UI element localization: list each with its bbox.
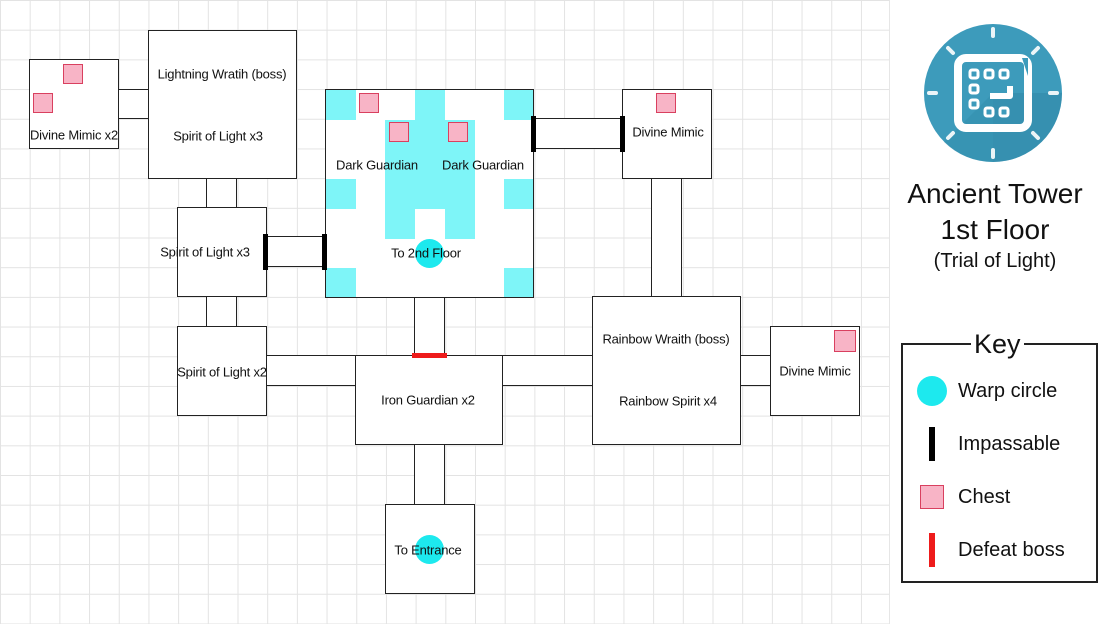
floor-tile — [504, 90, 533, 120]
warp-circle-icon — [917, 376, 947, 406]
defeat-boss-barrier — [412, 353, 447, 358]
app-logo — [924, 24, 1062, 163]
key-item-impassable: Impassable — [903, 424, 1098, 464]
warp-circle[interactable] — [415, 239, 444, 268]
corridor — [265, 236, 327, 267]
impassable-wall — [322, 234, 327, 270]
chest-icon[interactable] — [656, 93, 676, 113]
corridor — [206, 296, 237, 328]
key-item-label: Impassable — [958, 433, 1061, 455]
corridor — [414, 296, 445, 357]
chest-icon[interactable] — [63, 64, 83, 84]
floor-tile — [504, 268, 533, 297]
room-label: Lightning Wratih (boss) — [157, 66, 287, 82]
floor-tile — [385, 150, 475, 180]
room-label: Spirit of Light x2 — [177, 364, 267, 380]
corridor — [532, 118, 624, 149]
floor-tile-pattern — [326, 90, 533, 297]
room-label: Spirit of Light x3 — [173, 128, 263, 144]
floor-tile — [326, 268, 356, 297]
floor-tile — [326, 179, 356, 209]
room-rainbow-wraith — [592, 296, 741, 445]
room-label: Iron Guardian x2 — [381, 392, 475, 408]
key-item-label: Defeat boss — [958, 539, 1065, 561]
floor-tile — [415, 90, 445, 150]
key-item-label: Warp circle — [958, 380, 1058, 402]
chest-icon[interactable] — [359, 93, 379, 113]
room-label: Divine Mimic x2 — [29, 127, 119, 143]
floor-tile — [445, 209, 475, 239]
warp-circle[interactable] — [415, 535, 444, 564]
impassable-wall — [263, 234, 268, 270]
chest-icon[interactable] — [389, 122, 409, 142]
corridor — [739, 355, 772, 386]
floor-tile — [326, 90, 356, 120]
map-floor-title: 1st Floor — [940, 214, 1050, 245]
corridor — [206, 177, 237, 210]
room-label: Spirit of Light x3 — [160, 244, 250, 260]
map-subtitle: (Trial of Light) — [933, 250, 1057, 272]
corridor — [117, 89, 150, 119]
impassable-wall — [620, 116, 625, 152]
room-spirit-of-light-x3 — [177, 207, 267, 297]
room-lightning-wraith — [148, 30, 297, 179]
room-label: To 2nd Floor — [391, 245, 461, 261]
key-item-label: Chest — [958, 486, 1011, 508]
corridor — [265, 355, 357, 386]
corridor — [414, 443, 445, 506]
room-label: Rainbow Spirit x4 — [619, 393, 717, 409]
defeat-boss-barrier-icon — [917, 533, 947, 567]
room-label: Dark Guardian — [336, 157, 418, 173]
room-label: To Entrance — [394, 542, 462, 558]
chest-icon[interactable] — [834, 330, 856, 352]
chest-icon[interactable] — [33, 93, 53, 113]
impassable-wall-icon — [917, 427, 947, 461]
corridor — [651, 177, 682, 298]
floor-tile — [385, 179, 475, 209]
floor-tile — [385, 209, 415, 239]
room-label: Divine Mimic — [632, 124, 704, 140]
key-title: Key — [971, 330, 1024, 358]
map-title: Ancient Tower — [907, 178, 1083, 209]
map-title-block: Ancient Tower 1st Floor (Trial of Light) — [890, 176, 1100, 274]
room-label: Rainbow Wraith (boss) — [602, 331, 730, 347]
impassable-wall — [531, 116, 536, 152]
room-spirit-of-light-x2 — [177, 326, 267, 416]
map-key: Key Warp circle Impassable Chest Defeat … — [901, 330, 1098, 583]
key-item-warp-circle: Warp circle — [903, 371, 1098, 411]
room-label: Dark Guardian — [442, 157, 524, 173]
key-item-chest: Chest — [903, 477, 1098, 517]
chest-icon — [917, 482, 947, 512]
dungeon-map: Divine Mimic x2 Lightning Wratih (boss) … — [0, 0, 890, 624]
chest-icon[interactable] — [448, 122, 468, 142]
room-label: Divine Mimic — [779, 363, 851, 379]
corridor — [501, 355, 595, 386]
room-iron-guardian — [355, 355, 503, 445]
floor-tile — [504, 179, 533, 209]
key-item-defeat-boss: Defeat boss — [903, 530, 1098, 570]
